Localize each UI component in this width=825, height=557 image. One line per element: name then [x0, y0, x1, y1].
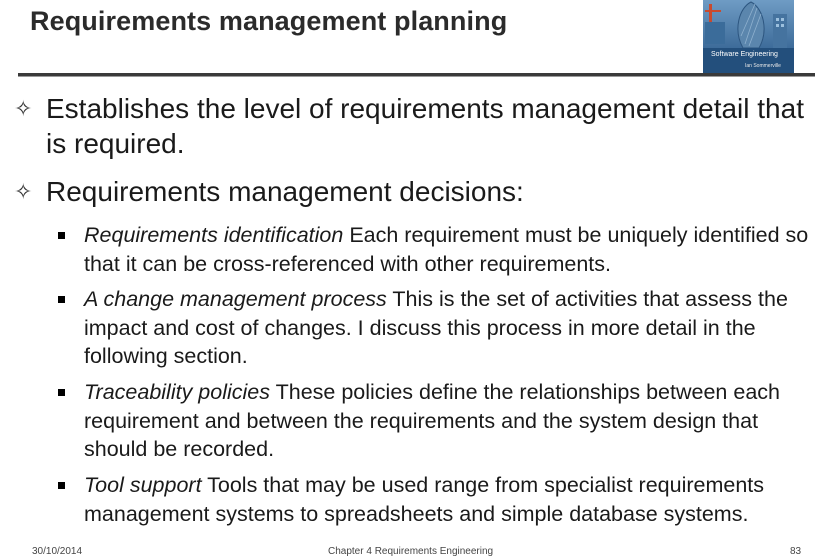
- building-skyline-icon: [703, 0, 794, 77]
- bullet-text: Requirements management decisions:: [46, 176, 524, 207]
- bullet-level1: ✧ Establishes the level of requirements …: [14, 91, 806, 161]
- bullet-term: Tool support: [84, 473, 202, 497]
- bullet-description: Each requirement must be uniquely identi…: [84, 223, 809, 276]
- bullet-level1: ✧ Requirements management decisions:: [14, 174, 806, 209]
- bullet-level2: A change management process This is the …: [58, 285, 814, 371]
- bullet-term: Requirements identification: [84, 223, 344, 247]
- cover-title: Software Engineering: [711, 51, 778, 58]
- square-bullet-icon: [58, 389, 65, 396]
- bullet-level2: Traceability policies These policies def…: [58, 378, 814, 464]
- bullet-level2: Tool support Tools that may be used rang…: [58, 471, 814, 528]
- bullet-description: These policies define the relationships …: [84, 380, 780, 461]
- bullet-term: A change management process: [84, 287, 387, 311]
- book-cover-image: Software Engineering Ian Sommerville: [703, 0, 794, 77]
- bullet-level2: Requirements identification Each require…: [58, 221, 814, 278]
- bullet-description: This is the set of activities that asses…: [84, 287, 788, 368]
- footer-date: 30/10/2014: [32, 546, 83, 557]
- title-divider: [18, 73, 815, 77]
- square-bullet-icon: [58, 482, 65, 489]
- square-bullet-icon: [58, 232, 65, 239]
- four-point-star-icon: ✧: [14, 179, 33, 204]
- bullet-description: Tools that may be used range from specia…: [84, 473, 765, 526]
- slide-title: Requirements management planning: [30, 6, 508, 36]
- square-bullet-icon: [58, 296, 65, 303]
- cover-author: Ian Sommerville: [745, 63, 781, 69]
- bullet-term: Traceability policies: [84, 380, 271, 404]
- footer-chapter: Chapter 4 Requirements Engineering: [328, 546, 494, 557]
- footer-page-number: 83: [790, 546, 802, 557]
- bullet-text: Establishes the level of requirements ma…: [46, 93, 804, 159]
- four-point-star-icon: ✧: [14, 96, 33, 121]
